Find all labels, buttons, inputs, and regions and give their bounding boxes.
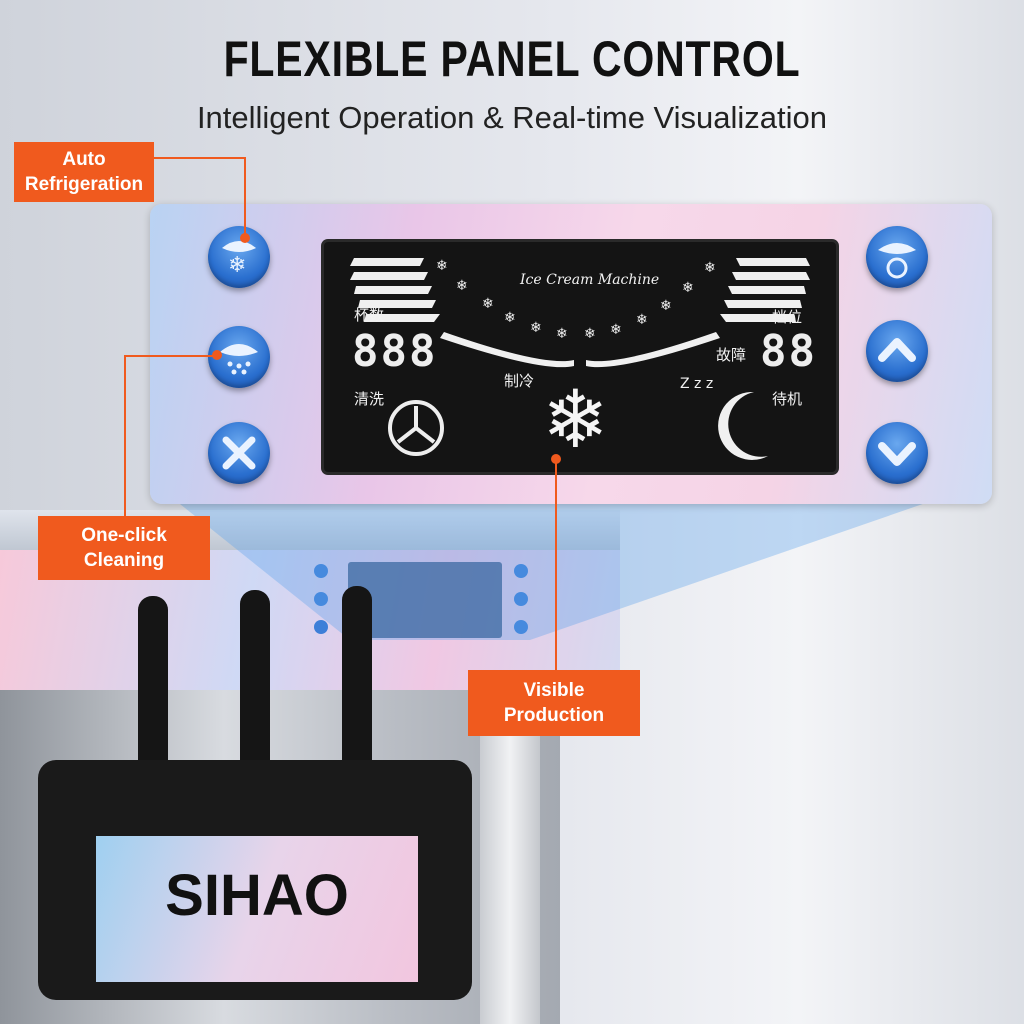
dispenser-handle-left[interactable]: [138, 596, 168, 766]
page-subtitle: Intelligent Operation & Real-time Visual…: [196, 100, 828, 135]
chevron-down-icon: [878, 442, 916, 466]
snowflake-icon: ❄: [222, 241, 256, 278]
lcd-cup-count-label: 杯数: [354, 306, 385, 324]
lcd-gear-label: 档位: [772, 308, 803, 326]
small-button[interactable]: [514, 620, 528, 634]
stop-button[interactable]: [208, 422, 270, 484]
moon-icon: [718, 391, 768, 460]
svg-text:❄: ❄: [584, 326, 596, 342]
snowflake-icon: ❄: [542, 373, 609, 466]
svg-text:❄: ❄: [436, 258, 448, 274]
small-button[interactable]: [314, 564, 328, 578]
standby-button[interactable]: [866, 226, 928, 288]
close-icon: [222, 436, 256, 470]
small-button[interactable]: [514, 592, 528, 606]
connector-dot: [240, 233, 250, 243]
lcd-cleaning-label: 清洗: [354, 390, 385, 408]
lcd-display: ❄ ❄ ❄ ❄ ❄ ❄ ❄ ❄ ❄ ❄ ❄ ❄ ❄ Ice Cream Machine 杯数 8…: [324, 242, 836, 472]
connector-line: [244, 157, 246, 237]
lcd-standby-label: 待机: [772, 390, 803, 408]
connector-line: [124, 355, 126, 519]
connector-line: [154, 157, 246, 159]
small-button[interactable]: [314, 592, 328, 606]
cleaning-wheel-icon: [388, 400, 444, 456]
logo-plate: [96, 836, 418, 982]
dispenser-handle-right[interactable]: [342, 586, 372, 766]
small-display-screen: [348, 562, 502, 638]
svg-text:❄: ❄: [660, 298, 672, 314]
lcd-graphics: ❄ ❄ ❄ ❄ ❄ ❄ ❄ ❄ ❄ ❄ ❄ ❄ ❄: [350, 258, 810, 466]
lcd-sleep-text: Z z z: [680, 376, 714, 392]
svg-text:❄: ❄: [530, 320, 542, 336]
lcd-cooling-label: 制冷: [504, 372, 535, 390]
svg-text:❄: ❄: [682, 280, 694, 296]
svg-text:❄: ❄: [482, 296, 494, 312]
svg-text:❄: ❄: [228, 253, 246, 278]
callout-visible-production: Visible Production: [468, 670, 640, 736]
svg-text:❄: ❄: [504, 310, 516, 326]
connector-dot: [212, 350, 222, 360]
callout-auto-refrigeration: Auto Refrigeration: [14, 142, 154, 202]
brand-logo: SIHAO: [165, 863, 349, 928]
connector-line: [555, 460, 557, 672]
connector-dot: [551, 454, 561, 464]
lcd-machine-label: Ice Cream Machine: [520, 272, 660, 288]
lcd-gear-digits: 88: [760, 326, 817, 377]
small-button[interactable]: [314, 620, 328, 634]
sun-snow-icon: [878, 243, 916, 279]
gear-down-button[interactable]: [866, 422, 928, 484]
dispenser-handle-middle[interactable]: [240, 590, 270, 766]
lcd-cup-count-digits: 888: [352, 326, 438, 377]
refrigeration-button[interactable]: ❄: [208, 226, 270, 288]
chevron-up-icon: [878, 338, 916, 362]
water-drops-icon: [220, 344, 258, 375]
small-button[interactable]: [514, 564, 528, 578]
side-panel: [480, 730, 540, 1024]
page-title: FLEXIBLE PANEL CONTROL: [223, 31, 801, 87]
svg-text:❄: ❄: [610, 322, 622, 338]
lcd-fault-label: 故障: [716, 346, 747, 364]
connector-line: [124, 355, 216, 357]
callout-one-click-cleaning: One-click Cleaning: [38, 516, 210, 580]
svg-text:❄: ❄: [704, 260, 716, 276]
gear-up-button[interactable]: [866, 320, 928, 382]
svg-text:❄: ❄: [556, 326, 568, 342]
svg-text:❄: ❄: [636, 312, 648, 328]
svg-text:❄: ❄: [456, 278, 468, 294]
